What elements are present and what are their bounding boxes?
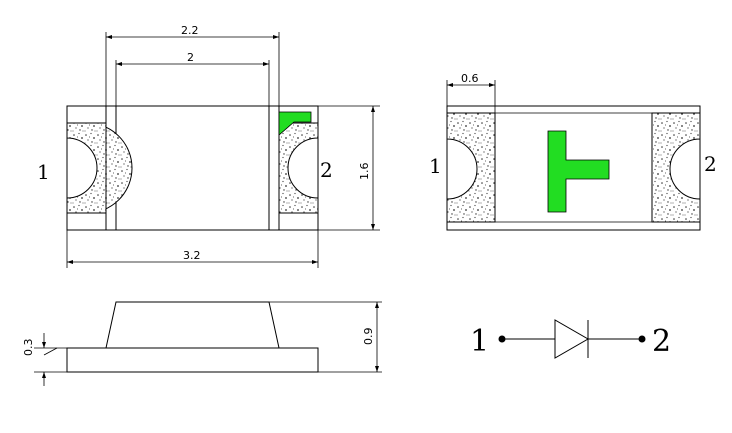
dim-label-0-6: 0.6 <box>461 72 479 85</box>
pin-label-2: 2 <box>320 158 333 182</box>
dim-label-2: 2 <box>187 51 194 64</box>
top-view-body <box>66 105 319 231</box>
symbol-pin-2: 2 <box>652 324 671 359</box>
left-electrode <box>66 122 107 214</box>
dim-label-3-2: 3.2 <box>183 249 201 262</box>
side-view: 0.9 0.3 <box>22 301 382 386</box>
bottom-left-pad <box>446 112 496 223</box>
top-view: 1 2 2.2 2 3.2 1.6 <box>37 24 380 268</box>
dim-label-0-3: 0.3 <box>22 339 35 357</box>
bottom-view: 1 2 0.6 <box>429 72 717 231</box>
bottom-right-pad <box>651 112 701 223</box>
diode-symbol: 1 2 <box>470 319 671 359</box>
side-view-dome <box>105 301 280 349</box>
side-view-base <box>66 347 319 373</box>
dim-label-2-2: 2.2 <box>181 24 199 37</box>
right-electrode <box>278 122 319 214</box>
bottom-pin-label-2: 2 <box>704 152 717 176</box>
dim-label-1-6: 1.6 <box>358 163 371 181</box>
dim-label-0-9: 0.9 <box>362 328 375 346</box>
pin-label-1: 1 <box>37 160 50 184</box>
bottom-view-body <box>446 105 701 231</box>
diode-triangle <box>554 319 590 359</box>
bottom-polarity-mark <box>547 130 610 213</box>
symbol-pin-1: 1 <box>470 324 489 359</box>
bottom-pin-label-1: 1 <box>429 154 442 178</box>
terminal-dot-right <box>638 335 646 343</box>
polarity-mark <box>278 111 312 136</box>
